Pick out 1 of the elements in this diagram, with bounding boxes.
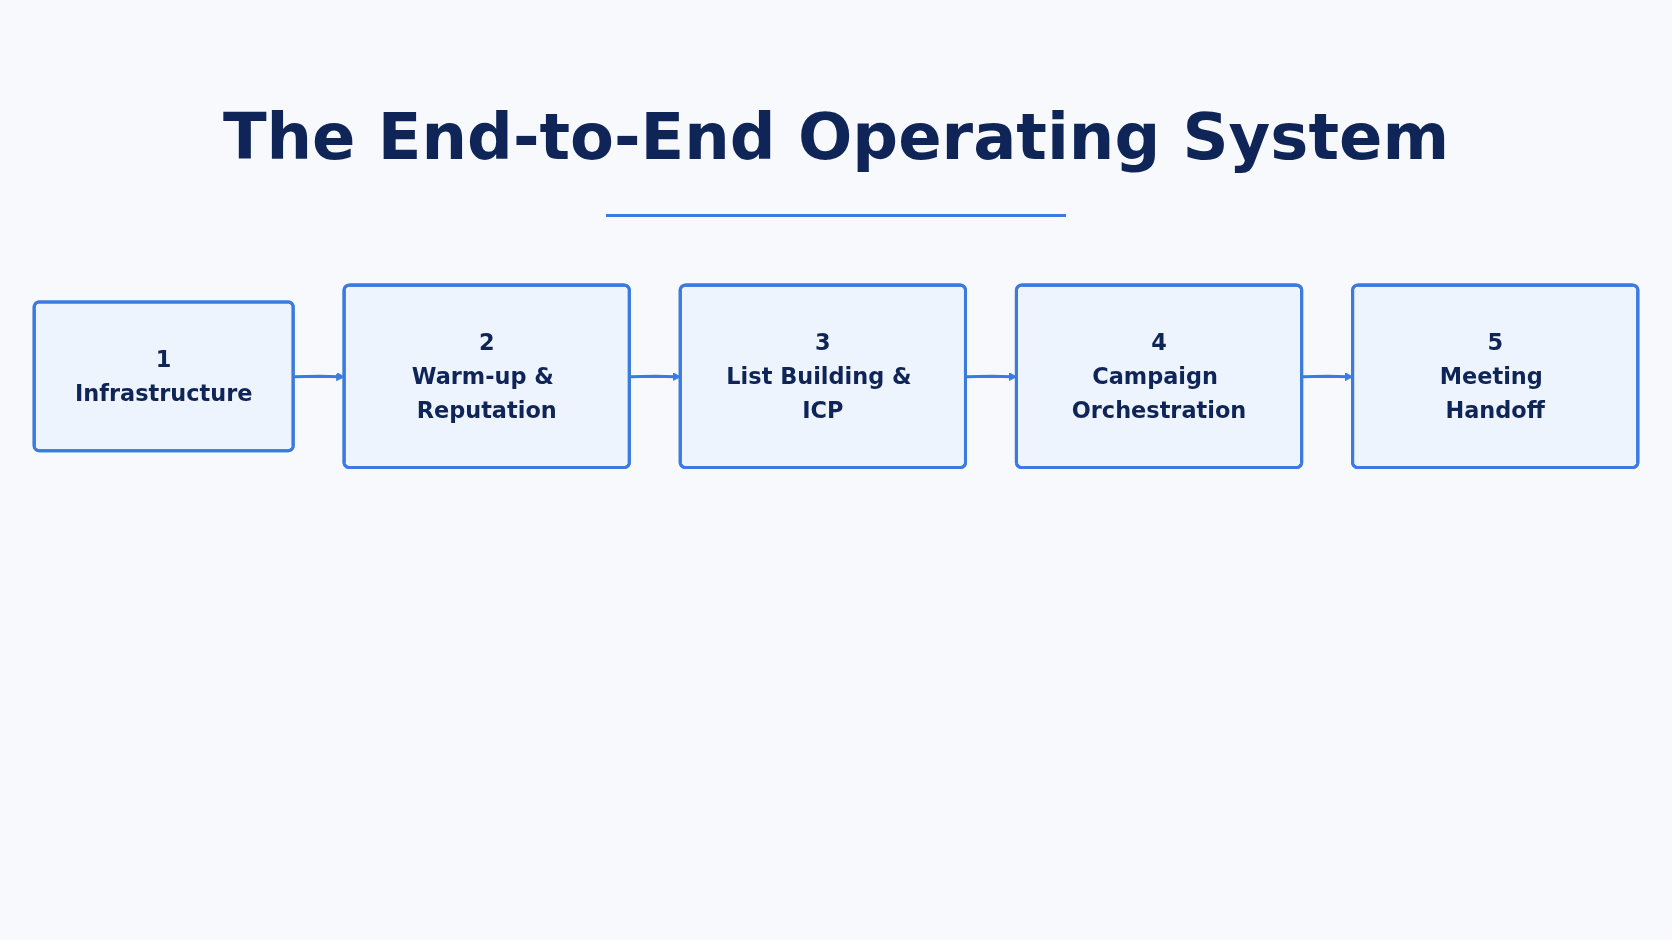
title: The End-to-End Operating System bbox=[222, 100, 1450, 174]
